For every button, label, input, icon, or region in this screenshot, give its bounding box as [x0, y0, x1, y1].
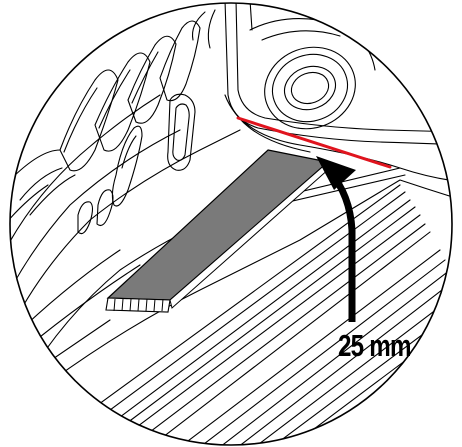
- slot-2: [96, 189, 114, 227]
- housing-edge: [10, 129, 181, 301]
- grip-ridge-1: [59, 69, 119, 172]
- base-edge: [10, 179, 452, 421]
- button-inner: [283, 65, 337, 111]
- measurement-label: 25 mm: [338, 328, 412, 363]
- right-housing: [224, 3, 452, 146]
- keyhole: [167, 93, 196, 171]
- grip-ridge-2: [94, 52, 151, 152]
- reference-line: [236, 116, 392, 169]
- adhesive-strip: [105, 149, 331, 313]
- grip-ridge-4: [159, 20, 201, 102]
- detail-circle-border: [9, 2, 453, 446]
- slot-3: [111, 125, 143, 207]
- button-outer: [264, 46, 356, 130]
- grip-ridge-3: [127, 35, 177, 124]
- arrow-icon: [316, 156, 356, 322]
- slot-1: [77, 201, 94, 235]
